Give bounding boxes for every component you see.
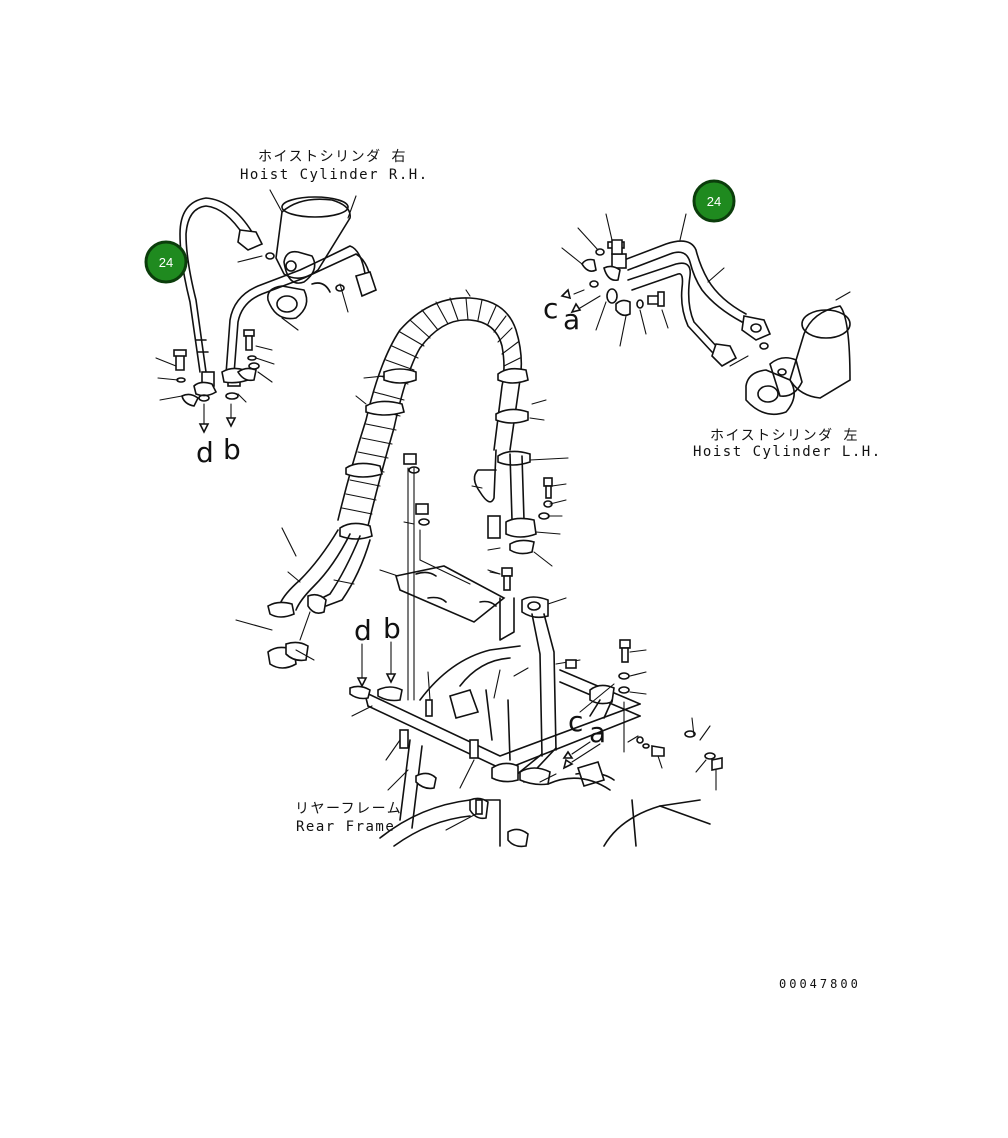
rh-cylinder-label-jp: ホイストシリンダ 右 [258,149,407,165]
lh-hose-1 [623,240,772,350]
connection-letter-b-top: b [223,433,241,466]
steel-pipe-right [509,596,581,783]
document-number: 00047800 [779,977,861,991]
callout-24-left-label: 24 [159,255,173,270]
connection-letter-c-top: c [543,292,558,325]
lh-fittings [560,213,749,367]
rh-hoist-cylinder [266,189,357,320]
lh-hose-2 [627,262,738,367]
bundle-right-fittings [471,449,567,591]
lh-cylinder-label-en: Hoist Cylinder L.H. [693,444,882,460]
rh-hose-1 [179,197,264,373]
callout-24-left[interactable]: 24 [144,240,188,284]
connection-letter-d-top: d [196,436,214,469]
callout-24-right-label: 24 [707,194,721,209]
connection-letter-c-bottom: c [568,705,583,738]
lower-right-fittings [562,639,723,791]
connection-letter-b-bottom: b [383,612,401,645]
lh-hoist-cylinder [745,291,851,416]
rear-frame-label-jp: リヤーフレーム [295,801,402,817]
rear-frame-label-en: Rear Frame [296,819,395,835]
rh-hose-2 [225,245,377,375]
center-bracket-plate [379,453,515,701]
rear-frame [349,641,711,848]
rh-cylinder-label-en: Hoist Cylinder R.H. [240,167,429,183]
lh-cylinder-label-jp: ホイストシリンダ 左 [710,428,859,444]
bundle-left-hoses [235,527,371,669]
wrapped-hose-bundle [337,289,569,540]
callout-24-right[interactable]: 24 [692,179,736,223]
connection-letter-d-bottom: d [354,614,372,647]
rh-fittings [155,252,349,434]
